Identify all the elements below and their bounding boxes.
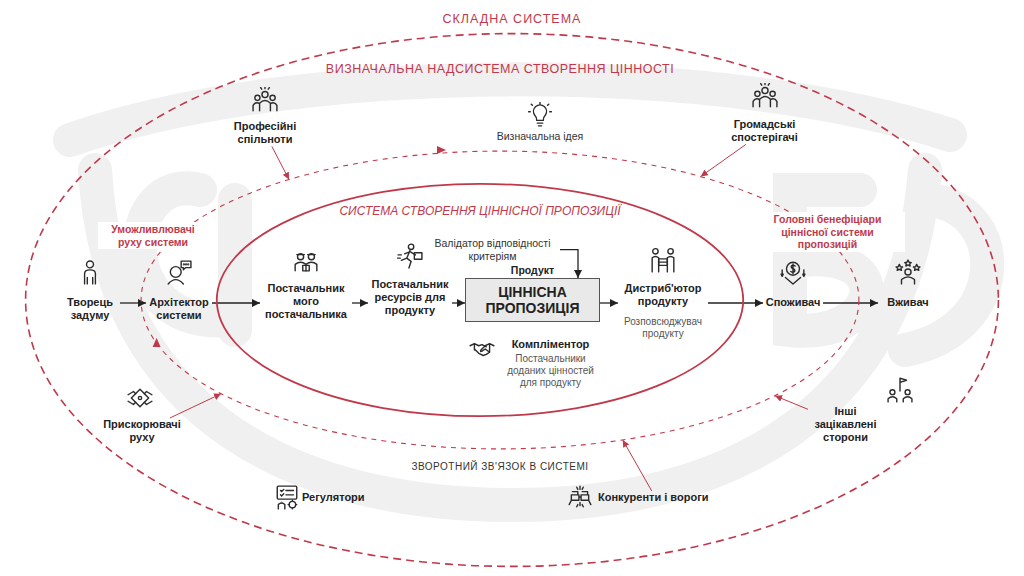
icon	[753, 83, 777, 107]
watermark	[70, 79, 987, 505]
watermark-handle	[905, 200, 987, 350]
node-note: Розповсюджувач продукту	[618, 316, 708, 340]
node-name: Постачальник ресурсів для продукту	[368, 278, 452, 318]
node-name: Архітектор системи	[146, 296, 212, 322]
system-ellipse: Валідатор відповідності критеріямПостача…	[215, 182, 745, 418]
icon	[569, 486, 591, 507]
category-label: ЗВОРОТНИЙ ЗВ'ЯЗОК В СИСТЕМІ	[360, 456, 640, 474]
icon	[253, 87, 277, 111]
icon	[168, 261, 191, 284]
node-name: Компліментор	[498, 338, 603, 351]
node-name: Професійні спільноти	[225, 120, 305, 146]
flow-arrow	[708, 302, 763, 303]
system-title: СКЛАДНА СИСТЕМА	[24, 12, 1000, 26]
actor-node: Конкуренти і вороги	[598, 491, 713, 504]
ellipse-outline	[141, 151, 859, 449]
influence-arrow	[170, 394, 221, 418]
icons	[85, 83, 920, 509]
node-note: ЦІННІСНА ПРОПОЗИЦІЯ	[466, 284, 599, 316]
icon	[85, 261, 96, 284]
icon	[529, 103, 552, 126]
category-label-text: Головні бенефіціари ціннісної системи пр…	[750, 212, 905, 252]
actor-node: КомпліменторПостачальники доданих ціннос…	[498, 338, 603, 389]
watermark-letter	[790, 190, 867, 331]
node-name: Творець задуму	[60, 296, 120, 322]
watermark-bowl	[95, 170, 925, 505]
actor-node: Інші зацікавлені сторони	[808, 405, 883, 445]
node-name: Продукт	[466, 264, 599, 276]
influence-arrow	[701, 144, 746, 176]
icon	[398, 244, 422, 268]
flow-arrow	[120, 302, 146, 303]
actor-node: Архітектор системи	[146, 296, 212, 322]
ellipse-outline	[217, 184, 743, 416]
influence-arrow	[272, 146, 289, 179]
actor-node: Споживач	[763, 296, 823, 309]
arrowhead	[153, 338, 161, 347]
node-note: Постачальники доданих цінностей для прод…	[498, 353, 603, 389]
icon	[652, 249, 674, 272]
actor-node: Валідатор відповідності критеріям	[425, 237, 560, 262]
node-name: Конкуренти і вороги	[598, 491, 713, 504]
node-name: Прискорювачі руху	[101, 418, 183, 444]
system-ellipse: Архітектор системиВалідатор відповідност…	[24, 32, 1000, 568]
icon	[128, 389, 152, 406]
node-name: Валідатор відповідності критеріям	[425, 237, 560, 262]
actor-node: Творець задуму	[60, 296, 120, 322]
influence-arrow	[623, 440, 652, 491]
icon	[295, 254, 317, 271]
actor-node: Визначальна ідея	[480, 130, 600, 143]
category-label-text: Уможливлювачі руху системи	[98, 222, 208, 249]
system-ellipse: Архітектор системиВалідатор відповідност…	[140, 150, 860, 450]
flow-arrow	[823, 302, 878, 303]
node-name: Постачальник мого постачальника	[260, 282, 352, 322]
icon	[277, 486, 297, 509]
node-name: Споживач	[763, 296, 823, 309]
actor-node: Громадські спостерігачі	[722, 118, 807, 144]
actor-node: Професійні спільноти	[225, 120, 305, 146]
flow-arrow	[600, 302, 618, 303]
icon	[888, 378, 912, 402]
actor-node: Постачальник мого постачальника	[260, 282, 352, 322]
flow-arrow	[560, 250, 578, 278]
node-name: Інші зацікавлені сторони	[808, 405, 883, 445]
watermark-letter	[140, 188, 235, 330]
system-title: СИСТЕМА СТВОРЕННЯ ЦІННІСНОЇ ПРОПОЗИЦІЇ	[215, 204, 745, 218]
icon	[470, 344, 494, 356]
ellipse-outline	[26, 34, 999, 567]
system-title: ВИЗНАЧАЛЬНА НАДСИСТЕМА СТВОРЕННЯ ЦІННОСТ…	[140, 62, 860, 76]
actor-node: Регулятори	[302, 491, 382, 504]
value-box: ПродуктЦІННІСНА ПРОПОЗИЦІЯ	[465, 278, 600, 322]
node-name: Громадські спостерігачі	[722, 118, 807, 144]
category-label: Головні бенефіціари ціннісної системи пр…	[750, 212, 905, 252]
actor-node: Прискорювачі руху	[101, 418, 183, 444]
actor-node: Постачальник ресурсів для продукту	[368, 278, 452, 318]
category-label: Уможливлювачі руху системи	[98, 222, 208, 250]
actor-node: Дистриб'ютор продуктуРозповсюджувач прод…	[618, 282, 708, 340]
node-name: Регулятори	[302, 491, 382, 504]
flow-arrow	[212, 302, 260, 303]
icon	[781, 262, 805, 284]
flow-arrow	[452, 302, 465, 303]
node-name: Дистриб'ютор продукту	[618, 282, 708, 308]
flow-arrow	[352, 302, 368, 303]
influence-arrow	[775, 396, 808, 410]
actor-node: Вживач	[878, 296, 938, 309]
category-label-text: ЗВОРОТНИЙ ЗВ'ЯЗОК В СИСТЕМІ	[409, 460, 590, 473]
node-name: Визначальна ідея	[480, 130, 600, 143]
node-name: Вживач	[878, 296, 938, 309]
icon	[896, 260, 920, 284]
